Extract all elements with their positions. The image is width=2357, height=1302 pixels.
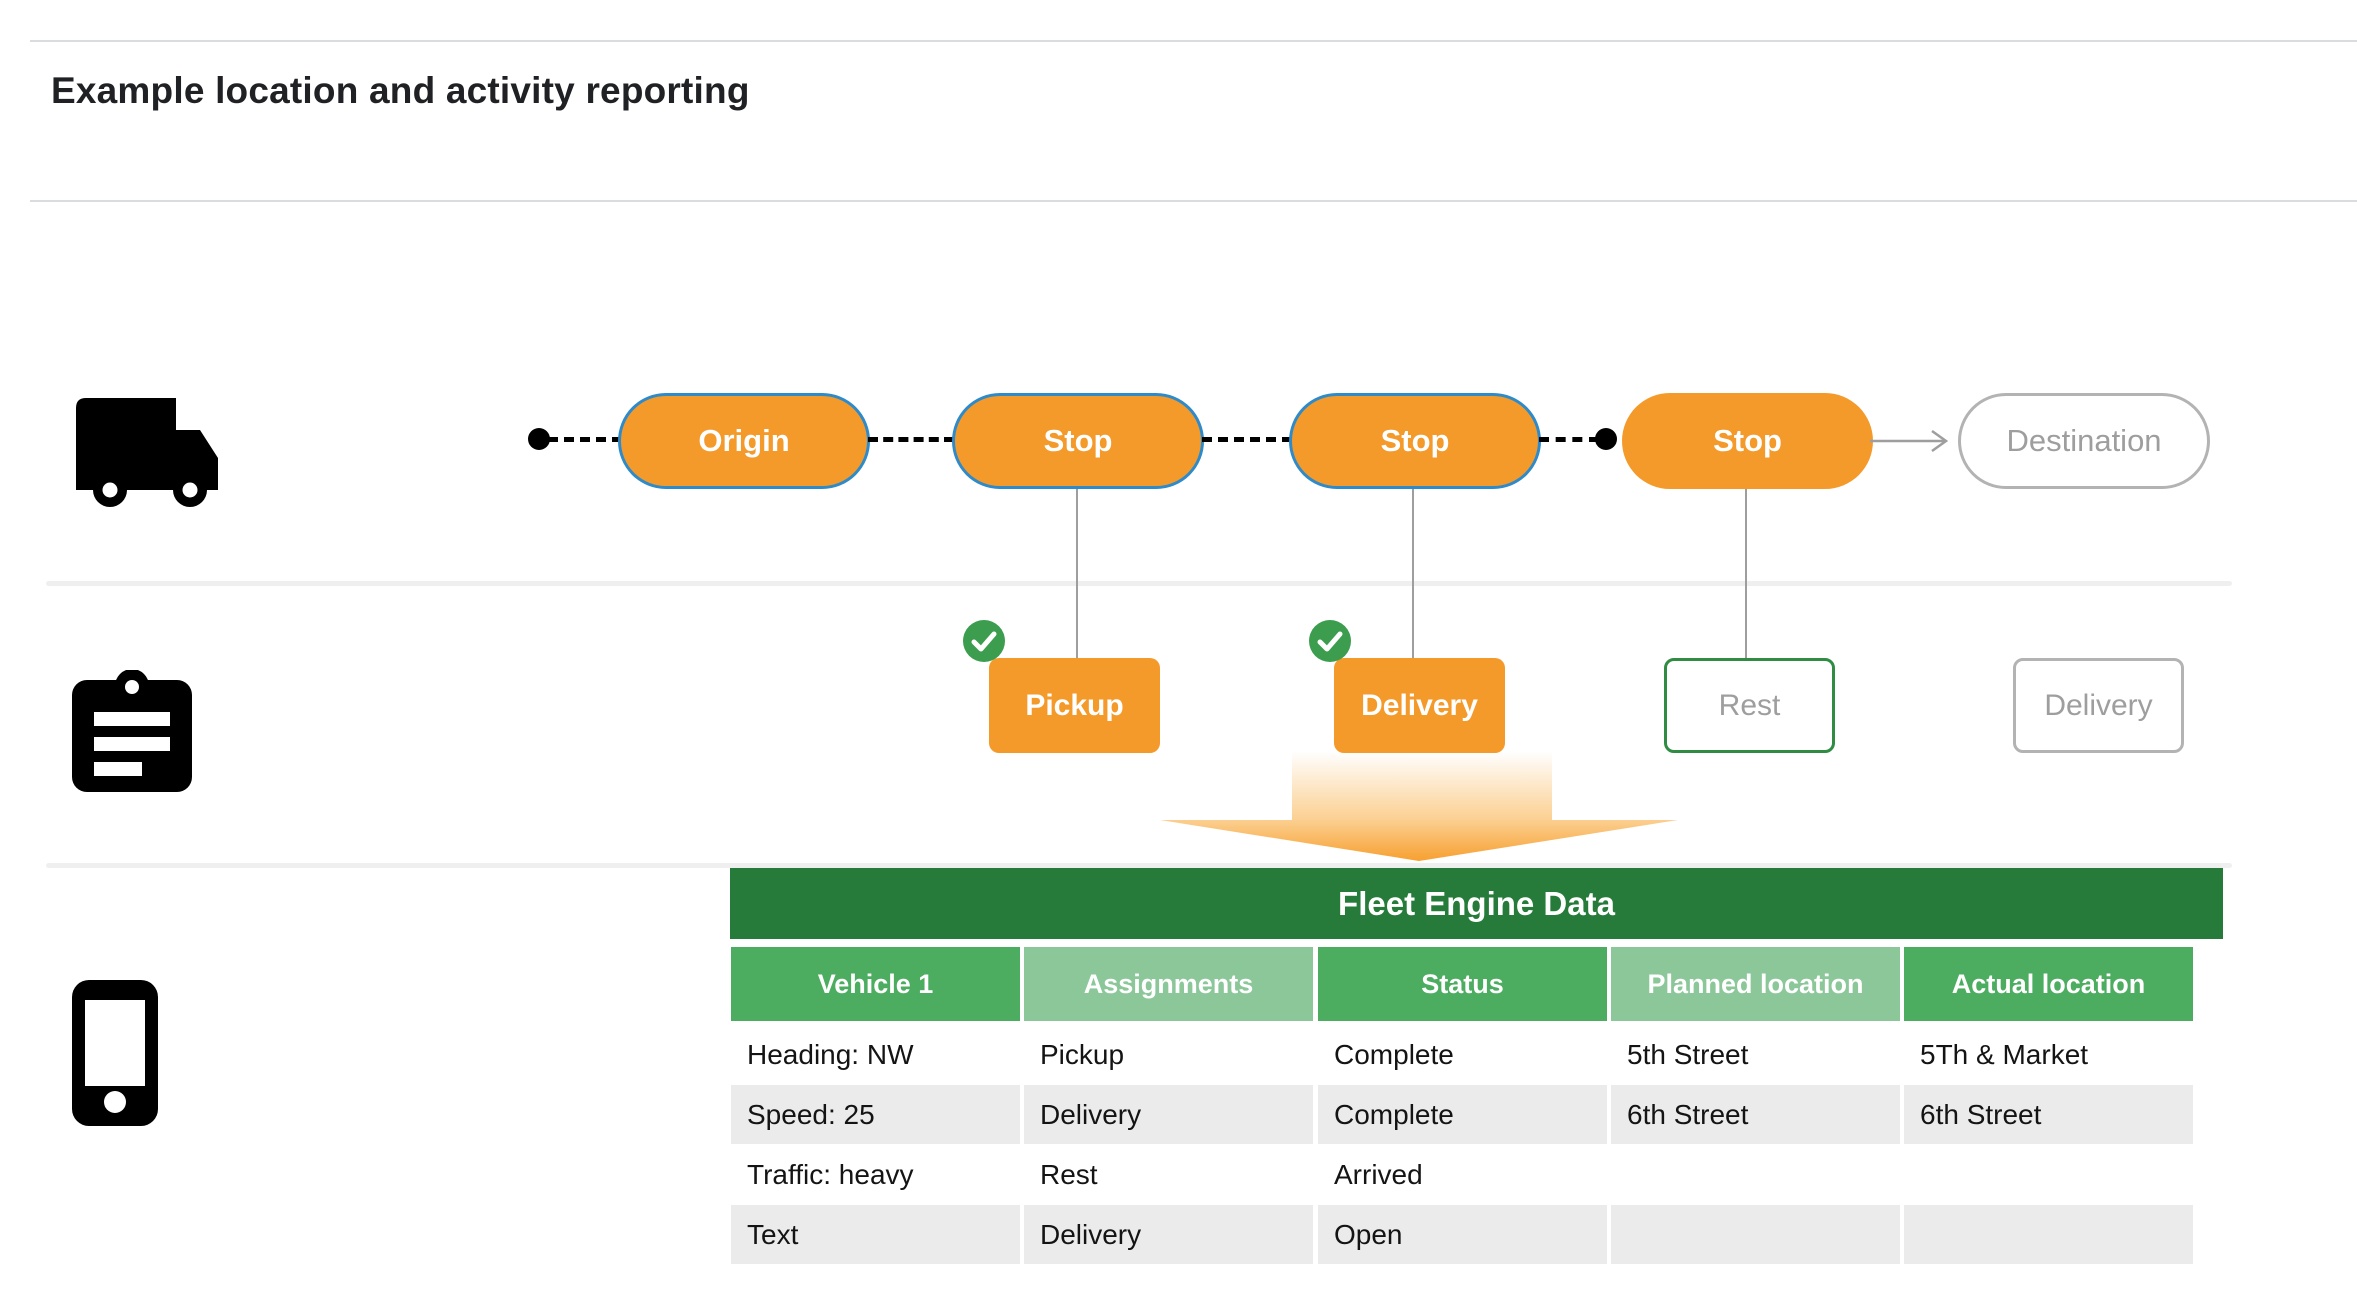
column-header-actual-location: Actual location <box>1904 947 2193 1021</box>
title-divider <box>30 200 2357 202</box>
route-dash-segment <box>1539 437 1599 442</box>
table-cell: Arrived <box>1334 1159 1423 1190</box>
page-title: Example location and activity reporting <box>51 70 750 111</box>
data-flow-arrow-icon <box>1160 820 1678 861</box>
activity-pickup: Pickup <box>989 658 1160 753</box>
route-node-destination: Destination <box>1958 393 2210 489</box>
table-cell <box>1904 1145 2193 1204</box>
table-cell: 5Th & Market <box>1920 1039 2089 1070</box>
route-node-label: Stop <box>1380 423 1450 458</box>
table-cell: Heading: NW <box>747 1039 914 1070</box>
table-title-bar: Fleet Engine Data <box>730 868 2223 939</box>
table-cell: Delivery <box>1024 1085 1313 1144</box>
activity-delivery: Delivery <box>1334 658 1505 753</box>
truck-icon <box>72 398 218 513</box>
table-cell <box>1611 1205 1900 1264</box>
table-cell: Delivery <box>1024 1205 1313 1264</box>
route-node-label: Stop <box>1043 423 1113 458</box>
lane-divider-1 <box>46 581 2232 586</box>
table-cell: Speed: 25 <box>731 1085 1020 1144</box>
column-header-label: Vehicle 1 <box>817 968 934 999</box>
route-dash-segment <box>868 437 954 442</box>
activity-label: Delivery <box>2044 688 2153 722</box>
table-cell: 5th Street <box>1627 1039 1749 1070</box>
clipboard-icon <box>72 669 192 799</box>
route-dash-segment <box>548 437 622 442</box>
table-cell: Text <box>731 1205 1020 1264</box>
phone-icon <box>72 980 158 1131</box>
activity-label: Delivery <box>1361 688 1478 722</box>
table-cell: Rest <box>1040 1159 1098 1190</box>
table-cell: 6th Street <box>1611 1085 1900 1144</box>
table-cell: Complete <box>1318 1085 1607 1144</box>
connector-line <box>1076 489 1078 659</box>
route-node-stop-3: Stop <box>1622 393 1873 489</box>
route-node-stop-1: Stop <box>952 393 1204 489</box>
destination-arrow-icon <box>1870 426 1962 461</box>
connector-line <box>1745 489 1747 659</box>
column-header-label: Status <box>1421 968 1504 999</box>
column-header-label: Planned location <box>1647 968 1864 999</box>
activity-label: Pickup <box>1025 688 1124 722</box>
table-cell <box>1904 1205 2193 1264</box>
column-header-label: Assignments <box>1083 968 1254 999</box>
check-icon <box>1309 620 1351 662</box>
table-cell: 6th Street <box>1904 1085 2193 1144</box>
route-dash-segment <box>1202 437 1292 442</box>
column-header-planned-location: Planned location <box>1611 947 1900 1021</box>
route-node-origin: Origin <box>618 393 870 489</box>
column-header-status: Status <box>1318 947 1607 1021</box>
column-header-vehicle: Vehicle 1 <box>731 947 1020 1021</box>
route-node-label: Origin <box>698 423 790 458</box>
table-cell: Traffic: heavy <box>747 1159 914 1190</box>
connector-line <box>1412 489 1414 659</box>
table-cell: Complete <box>1334 1039 1454 1070</box>
activity-delivery-upcoming: Delivery <box>2013 658 2184 753</box>
route-node-stop-2: Stop <box>1289 393 1541 489</box>
route-node-label: Destination <box>2006 423 2162 458</box>
data-flow-arrow-stem <box>1292 751 1552 821</box>
route-progress-dot <box>1595 428 1617 450</box>
activity-label: Rest <box>1718 688 1781 722</box>
activity-rest: Rest <box>1664 658 1835 753</box>
top-divider <box>30 40 2357 42</box>
table-cell: Pickup <box>1040 1039 1125 1070</box>
column-header-assignments: Assignments <box>1024 947 1313 1021</box>
lane-divider-2 <box>46 863 2232 868</box>
table-cell: Open <box>1318 1205 1607 1264</box>
table-title: Fleet Engine Data <box>1338 884 1615 922</box>
route-node-label: Stop <box>1713 423 1782 458</box>
route-start-dot <box>528 428 550 450</box>
column-header-label: Actual location <box>1951 968 2146 999</box>
table-cell <box>1611 1145 1900 1204</box>
check-icon <box>963 620 1005 662</box>
